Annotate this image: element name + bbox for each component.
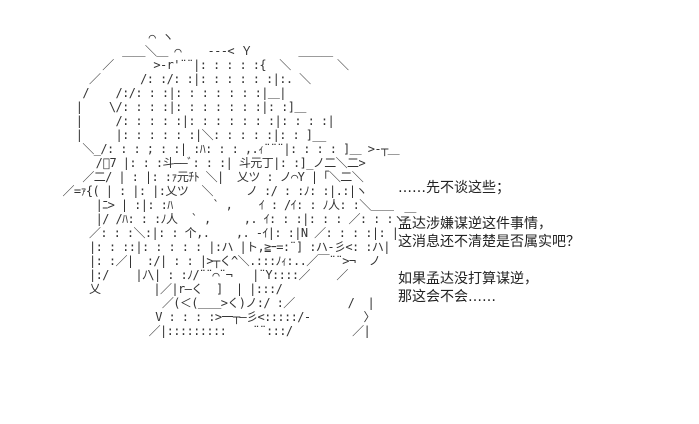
- dialogue-line-5: 那这会不会……: [398, 289, 496, 305]
- ascii-art-character: ⌒ ヽ ＿＿＼＿ ⌒ ---< Ｙ ＿＿＿ ／ >-r'¨¨|: : : : :…: [62, 30, 416, 338]
- dialogue-line-4: 如果孟达没打算谋逆，: [398, 271, 538, 287]
- dialogue-line-3: 这消息还不清楚是否属实吧？: [398, 234, 580, 250]
- dialogue-line-2: 孟达涉嫌谋逆这件事情，: [398, 216, 552, 232]
- dialogue-line-1: ……先不谈这些；: [398, 180, 510, 196]
